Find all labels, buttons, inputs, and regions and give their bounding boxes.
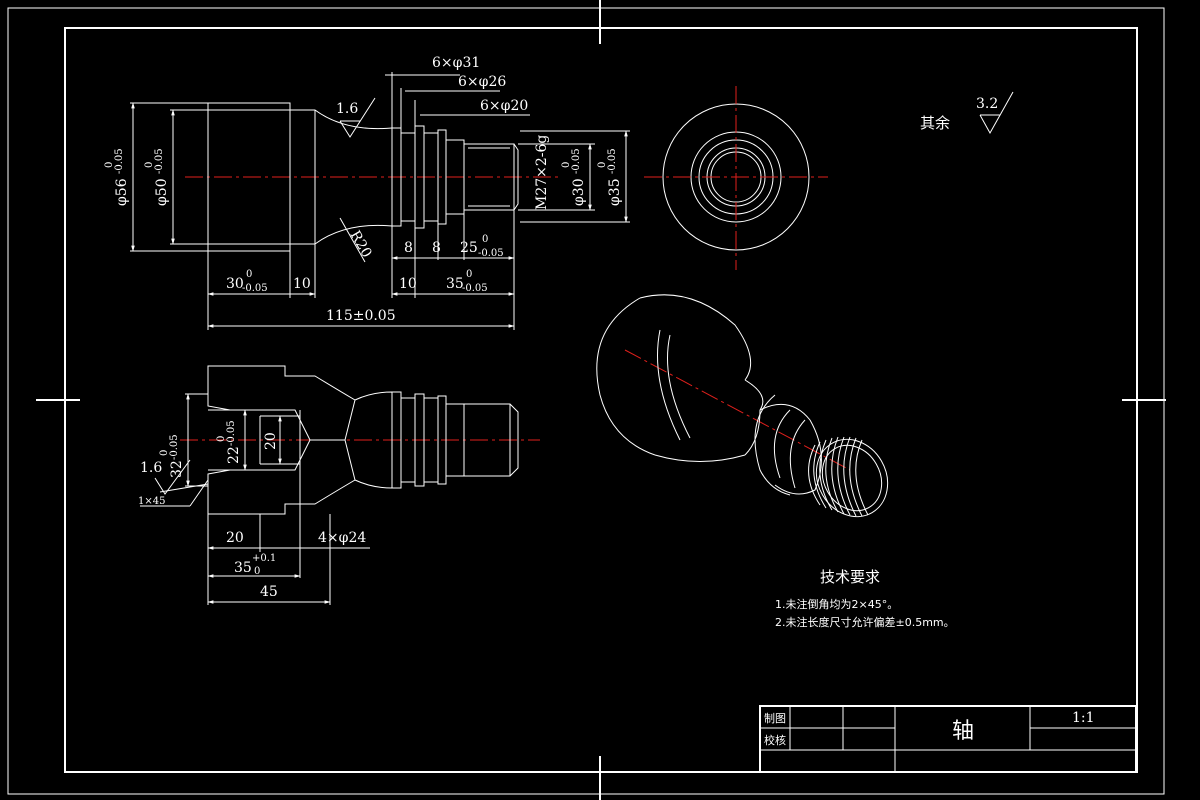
svg-text:-0.05: -0.05 (242, 283, 268, 294)
svg-text:0: 0 (159, 450, 170, 456)
svg-text:φ50: φ50 (154, 178, 170, 206)
dim-total: 115±0.05 (326, 308, 396, 324)
svg-text:0: 0 (246, 269, 252, 280)
dim-l8b: 8 (432, 240, 441, 256)
dim-l10a: 10 (293, 276, 311, 292)
svg-text:35: 35 (234, 560, 252, 576)
svg-text:0: 0 (597, 162, 608, 168)
dim-d32: 32 0 -0.05 (159, 434, 185, 478)
roughness-other (979, 91, 1014, 135)
dim-d20: 20 (263, 432, 279, 450)
front-view (130, 72, 630, 330)
svg-text:0: 0 (482, 234, 488, 245)
svg-text:32: 32 (169, 460, 185, 478)
svg-text:-0.05: -0.05 (571, 148, 582, 174)
dim-d22: 22 0 -0.05 (216, 420, 242, 464)
title-checked-by: 校核 (764, 733, 786, 747)
tech-req-title: 技术要求 (820, 568, 880, 586)
isometric-view (596, 294, 889, 518)
svg-text:30: 30 (226, 276, 244, 292)
svg-text:22: 22 (226, 446, 242, 464)
svg-text:M27×2-6g: M27×2-6g (534, 135, 550, 210)
dim-l25: 25 0 -0.05 (460, 234, 504, 259)
roughness-other-value: 3.2 (976, 96, 998, 112)
chain-dim-26: 6×φ26 (458, 74, 506, 90)
section-view (140, 365, 540, 605)
roughness-section: 1.6 (140, 460, 162, 476)
dim-d50: φ50 0 -0.05 (144, 148, 170, 206)
chain-dim-20: 6×φ20 (480, 98, 528, 114)
dim-l30: 30 0 -0.05 (226, 269, 268, 294)
dim-d56: φ56 0 -0.05 (104, 148, 130, 206)
dim-r20: R20 (347, 228, 375, 261)
svg-text:-0.05: -0.05 (462, 283, 488, 294)
dim-l8a: 8 (404, 240, 413, 256)
dim-sec-l20: 20 (226, 530, 244, 546)
tech-req-item-1: 1.未注倒角均为2×45°。 (775, 597, 898, 611)
end-view (644, 86, 828, 270)
svg-text:0: 0 (254, 566, 260, 577)
title-drawn-by: 制图 (764, 712, 786, 725)
svg-text:0: 0 (466, 269, 472, 280)
svg-text:-0.05: -0.05 (114, 148, 125, 174)
svg-text:-0.05: -0.05 (607, 148, 618, 174)
dim-sec-l35: 35 +0.1 0 (234, 553, 276, 577)
dim-sec-l45: 45 (260, 584, 278, 600)
dim-d30: φ30 0 -0.05 (561, 148, 587, 206)
svg-text:φ56: φ56 (114, 178, 130, 206)
roughness-front: 1.6 (336, 101, 358, 117)
dim-grooves: 4×φ24 (318, 530, 366, 546)
svg-text:0: 0 (216, 436, 227, 442)
dim-thread: M27×2-6g (534, 135, 550, 210)
svg-text:-0.05: -0.05 (169, 434, 180, 460)
title-part-name: 轴 (952, 719, 974, 744)
svg-text:R20: R20 (347, 228, 375, 261)
chamfer-label: 1×45 (138, 496, 165, 507)
svg-text:35: 35 (446, 276, 464, 292)
roughness-other-label: 其余 (920, 114, 950, 132)
svg-text:20: 20 (263, 432, 279, 450)
chain-dim-31: 6×φ31 (432, 55, 480, 71)
dim-l10b: 10 (399, 276, 417, 292)
svg-text:+0.1: +0.1 (252, 553, 276, 564)
svg-text:0: 0 (144, 162, 155, 168)
dim-d35: φ35 0 -0.05 (597, 148, 623, 206)
svg-text:-0.05: -0.05 (154, 148, 165, 174)
title-scale: 1:1 (1072, 710, 1095, 726)
svg-text:0: 0 (561, 162, 572, 168)
svg-text:φ35: φ35 (607, 178, 623, 206)
dim-l35: 35 0 -0.05 (446, 269, 488, 294)
svg-text:-0.05: -0.05 (226, 420, 237, 446)
tech-req-item-2: 2.未注长度尺寸允许偏差±0.5mm。 (775, 615, 955, 629)
svg-text:0: 0 (104, 162, 115, 168)
sheet-frame (7, 0, 1166, 800)
svg-text:φ30: φ30 (571, 178, 587, 206)
title-block (759, 705, 1137, 773)
svg-text:25: 25 (460, 240, 478, 256)
svg-text:-0.05: -0.05 (478, 248, 504, 259)
